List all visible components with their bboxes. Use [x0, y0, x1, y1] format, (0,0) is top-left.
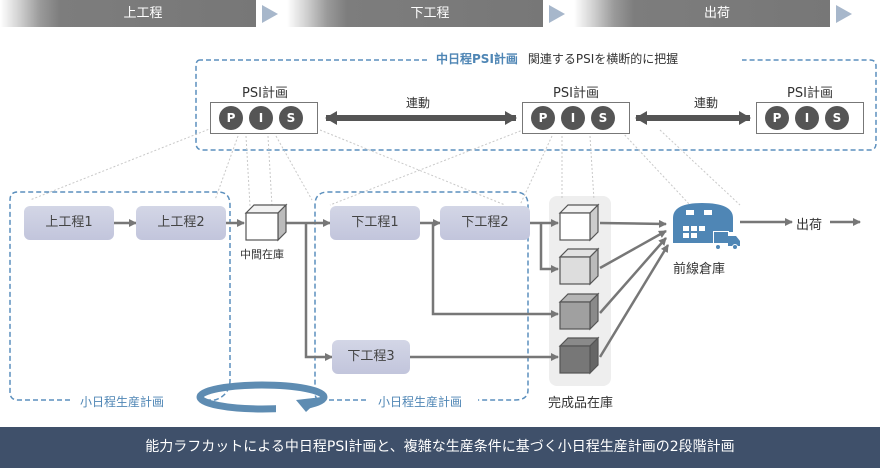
- psi-s-icon: S: [825, 106, 849, 130]
- process-downstream-2[interactable]: 下工程2: [440, 206, 530, 240]
- psi-i-icon: I: [249, 106, 273, 130]
- phase-arrow-icon: [262, 5, 278, 23]
- phase-arrow-icon: [549, 5, 565, 23]
- short-plan-frame-downstream: [314, 191, 529, 401]
- finished-cube-dark-icon: [558, 336, 600, 375]
- footer-caption: 能力ラフカットによる中日程PSI計画と、複雑な生産条件に基づく小日程生産計画の2…: [0, 427, 880, 468]
- mid-plan-frame: [195, 59, 877, 151]
- psi-i-icon: I: [561, 106, 585, 130]
- process-upstream-1[interactable]: 上工程1: [24, 206, 114, 240]
- phase-downstream: 下工程: [287, 0, 543, 27]
- psi-block-2[interactable]: P I S: [522, 102, 630, 134]
- psi-block-3[interactable]: P I S: [756, 102, 864, 134]
- psi-block-3-label: PSI計画: [787, 86, 833, 101]
- psi-i-icon: I: [795, 106, 819, 130]
- phase-arrow-icon: [836, 5, 852, 23]
- short-plan-label-upstream: 小日程生産計画: [72, 393, 173, 410]
- phase-shipping: 出荷: [574, 0, 830, 27]
- mid-plan-description: 関連するPSIを横断的に把握: [527, 52, 679, 66]
- process-downstream-1[interactable]: 下工程1: [330, 206, 420, 240]
- finished-cube-mid-icon: [558, 292, 600, 331]
- cycle-arrow-icon: [196, 381, 328, 413]
- finished-inventory-label: 完成品在庫: [548, 396, 614, 411]
- finished-cube-white-icon: [558, 203, 600, 242]
- mid-plan-name: 中日程PSI計画: [436, 52, 518, 66]
- mid-plan-title: 中日程PSI計画関連するPSIを横断的に把握: [430, 50, 685, 67]
- short-plan-label-downstream: 小日程生産計画: [370, 393, 471, 410]
- intermediate-inventory-cube-icon: [244, 203, 288, 242]
- process-downstream-3[interactable]: 下工程3: [332, 340, 410, 374]
- psi-s-icon: S: [279, 106, 303, 130]
- psi-block-1-label: PSI計画: [242, 86, 288, 101]
- warehouse-icon: [673, 203, 740, 250]
- ship-label: 出荷: [796, 218, 823, 233]
- psi-p-icon: P: [765, 106, 789, 130]
- psi-block-1[interactable]: P I S: [210, 102, 318, 134]
- psi-p-icon: P: [531, 106, 555, 130]
- warehouse-label: 前線倉庫: [673, 262, 726, 277]
- psi-block-2-label: PSI計画: [553, 86, 599, 101]
- phase-upstream: 上工程: [0, 0, 256, 27]
- psi-s-icon: S: [591, 106, 615, 130]
- process-upstream-2[interactable]: 上工程2: [136, 206, 226, 240]
- sync-label-1: 連動: [406, 96, 431, 110]
- sync-label-2: 連動: [694, 96, 719, 110]
- finished-cube-light-icon: [558, 247, 600, 286]
- psi-p-icon: P: [219, 106, 243, 130]
- psi-relation-lines: [29, 127, 741, 207]
- intermediate-inventory-label: 中間在庫: [240, 248, 284, 261]
